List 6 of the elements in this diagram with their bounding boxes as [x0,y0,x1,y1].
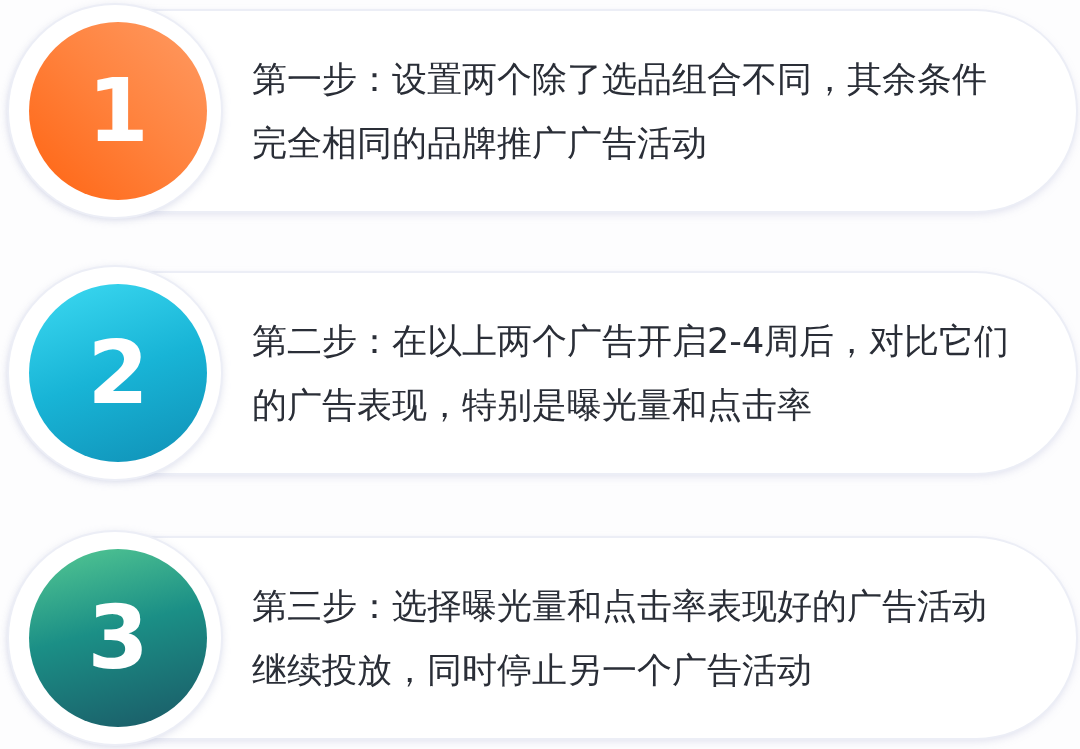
step-text: 第二步：在以上两个广告开启2-4周后，对比它们的广告表现，特别是曝光量和点击率 [252,320,1011,427]
step-number: 3 [87,594,149,682]
step-text: 第一步：设置两个除了选品组合不同，其余条件完全相同的品牌推广广告活动 [252,58,988,165]
step-text: 第三步：选择曝光量和点击率表现好的广告活动继续投放，同时停止另一个广告活动 [252,585,988,692]
step-number: 1 [87,67,149,155]
step-number: 2 [87,329,149,417]
